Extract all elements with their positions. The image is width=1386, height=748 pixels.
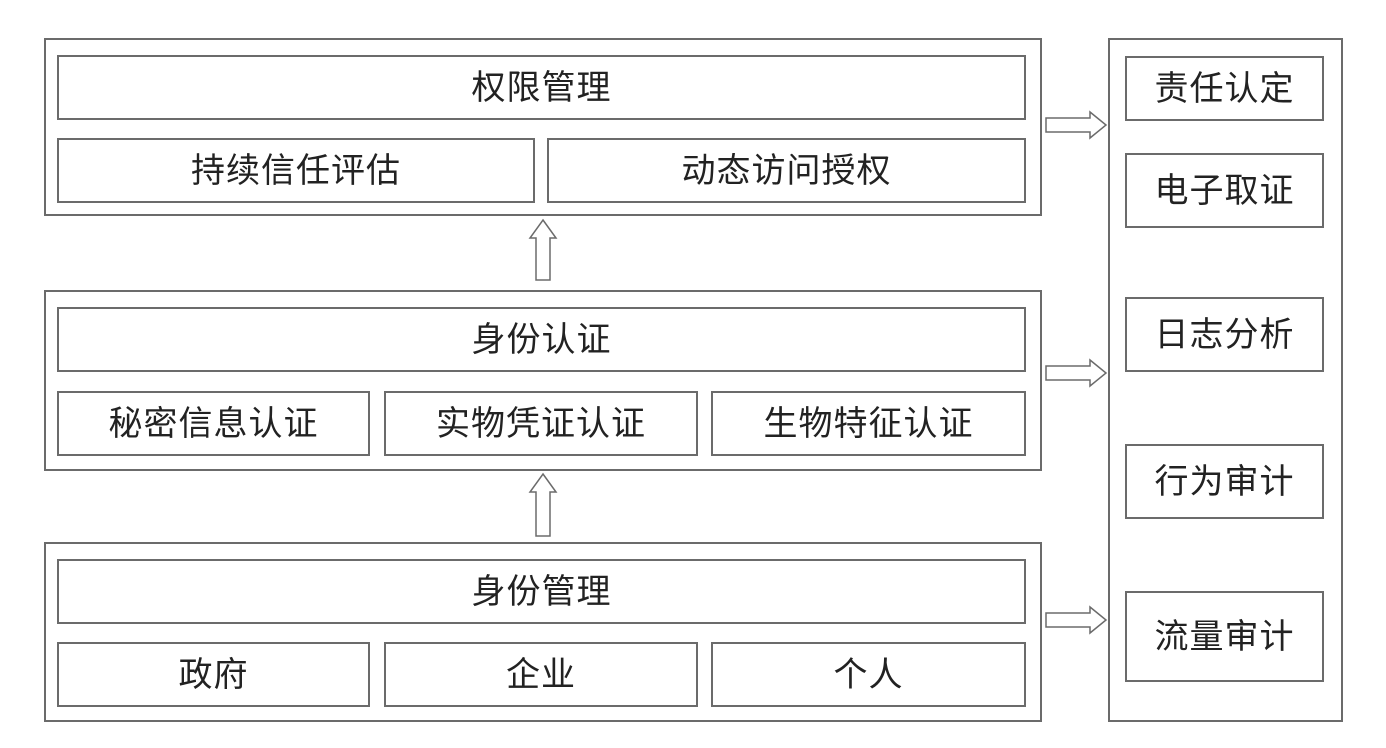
dynamic-access-authorization-box: 动态访问授权	[547, 138, 1026, 203]
right-arrow-icon	[1045, 605, 1108, 635]
up-arrow-icon	[528, 218, 558, 281]
right-arrow-icon	[1045, 358, 1108, 388]
permission-management-title: 权限管理	[57, 55, 1026, 120]
log-analysis-box: 日志分析	[1125, 297, 1324, 372]
up-arrow-icon	[528, 472, 558, 537]
government-box: 政府	[57, 642, 370, 707]
biometric-authentication-box: 生物特征认证	[711, 391, 1026, 456]
identity-management-title: 身份管理	[57, 559, 1026, 624]
enterprise-box: 企业	[384, 642, 698, 707]
secret-information-authentication-box: 秘密信息认证	[57, 391, 370, 456]
individual-box: 个人	[711, 642, 1026, 707]
physical-credential-authentication-box: 实物凭证认证	[384, 391, 698, 456]
responsibility-determination-box: 责任认定	[1125, 56, 1324, 121]
electronic-forensics-box: 电子取证	[1125, 153, 1324, 228]
continuous-trust-evaluation-box: 持续信任评估	[57, 138, 535, 203]
identity-authentication-title: 身份认证	[57, 307, 1026, 372]
behavior-audit-box: 行为审计	[1125, 444, 1324, 519]
right-arrow-icon	[1045, 110, 1108, 140]
traffic-audit-box: 流量审计	[1125, 591, 1324, 682]
